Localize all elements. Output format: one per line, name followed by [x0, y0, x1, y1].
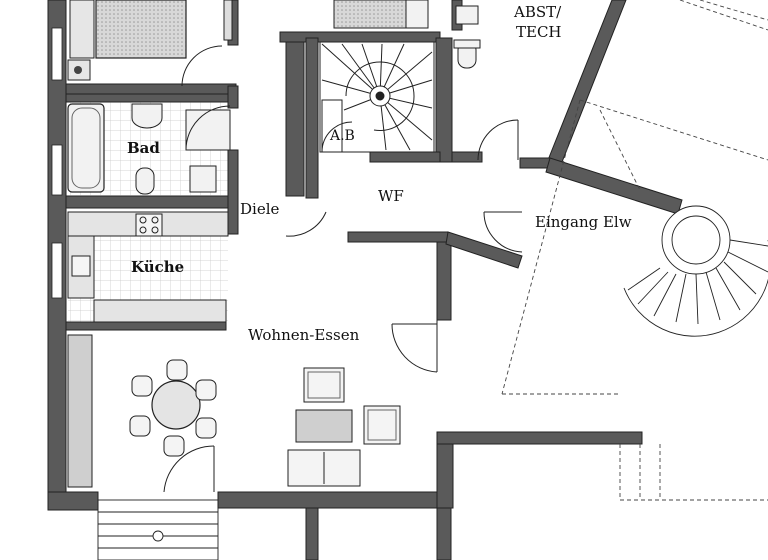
label-abst-tech-2: TECH	[516, 23, 562, 41]
kitchen	[67, 211, 229, 323]
exterior-stairs	[623, 205, 768, 337]
terrace-steps	[97, 499, 219, 560]
toilet-fixtures	[333, 0, 481, 69]
armchair	[363, 405, 401, 445]
label-abst-tech: ABST/	[513, 3, 562, 21]
living-room	[67, 320, 438, 493]
west-windows	[51, 27, 63, 299]
bedroom	[67, 0, 233, 87]
label-wf: WF	[378, 187, 404, 205]
label-ab: A.B	[329, 128, 355, 144]
toilet	[135, 167, 155, 195]
coffee-table	[295, 409, 353, 443]
dashed-lines	[501, 0, 768, 501]
label-wohnen: Wohnen-Essen	[248, 326, 360, 344]
doors	[285, 119, 523, 253]
bathtub	[67, 103, 105, 193]
staircase	[319, 41, 435, 153]
label-eingang: Eingang Elw	[535, 213, 632, 231]
label-diele: Diele	[240, 200, 279, 218]
label-kueche: Küche	[131, 258, 184, 276]
sideboard	[67, 334, 93, 488]
dining-chairs	[129, 359, 217, 457]
cooktop	[135, 213, 163, 237]
dining-table	[151, 380, 201, 430]
armchair	[303, 367, 345, 403]
bathroom	[67, 103, 231, 195]
sink	[131, 103, 163, 129]
bed	[95, 0, 187, 59]
label-bad: Bad	[127, 139, 160, 157]
